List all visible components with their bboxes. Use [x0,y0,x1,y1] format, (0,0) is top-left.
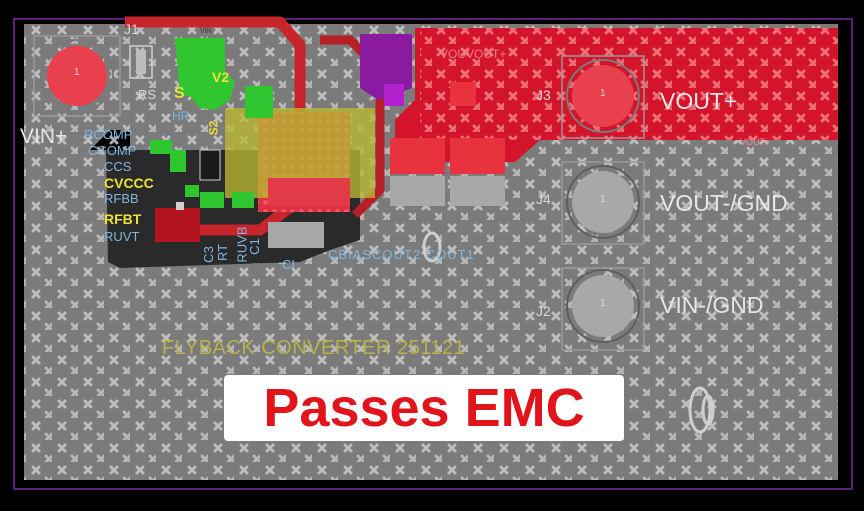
silk-rs: RS [138,87,157,102]
silk-cbias-cout: CBIASCOUT2 COUT1 [328,247,475,262]
board-title: FLYBACK CONVERTER 251121 [162,337,466,359]
purple-copper [360,34,412,100]
vout-plus-label: VOUT+ [660,88,738,114]
vout-gnd-label: VOUT-/GND [660,190,788,216]
silk-rfbt: RFBT [104,211,142,227]
j4-ref: J4 [536,191,551,207]
connector-j3[interactable] [561,55,645,139]
silk-ccs: CCS [104,159,132,174]
j4-pin-number: 1 [600,194,606,205]
vin-gnd-label: VIN-/GND [660,292,764,318]
connector-j1[interactable] [33,35,121,117]
j2-ref: J2 [536,303,551,319]
vin-plus-label: VIN+ [20,125,68,148]
silk-s2: S2 [206,120,221,136]
j2-pin-number: 1 [600,298,606,309]
silk-c3: C3 [200,246,216,263]
sense-pad [155,208,200,242]
net-vin: VIN [200,28,212,35]
connector-j4[interactable] [561,161,645,245]
net-vout: VOUT+ [740,137,771,147]
silk-hr: HR [172,109,190,123]
banner-text: Passes EMC [263,378,585,438]
j1-ref: J1 [124,21,139,37]
cap-pad [390,138,445,174]
board-outline [13,18,853,490]
cap-body [390,176,445,206]
silk-s: S [174,85,185,102]
silk-ruvt: RUVT [104,229,140,244]
silk-c1: C1 [246,238,262,255]
silk-rfbb: RFBB [104,191,139,206]
green-copper [175,38,235,110]
j3-ref: J3 [536,87,551,103]
connector-j2[interactable] [561,267,645,351]
silk-cin: CI [282,257,295,272]
silk-rcomp: RCOMP [84,127,133,142]
passes-emc-banner: Passes EMC [224,375,624,441]
j1-pin-number: 1 [74,67,80,78]
net-voutvout: VOUVOUT+ [440,47,507,61]
silk-v2: V2 [212,69,230,85]
silk-rt: RT [215,243,231,262]
silk-ccomp: CCOMP [88,143,137,158]
j3-pin-number: 1 [600,88,606,99]
silk-cvccc: CVCCC [104,175,154,191]
